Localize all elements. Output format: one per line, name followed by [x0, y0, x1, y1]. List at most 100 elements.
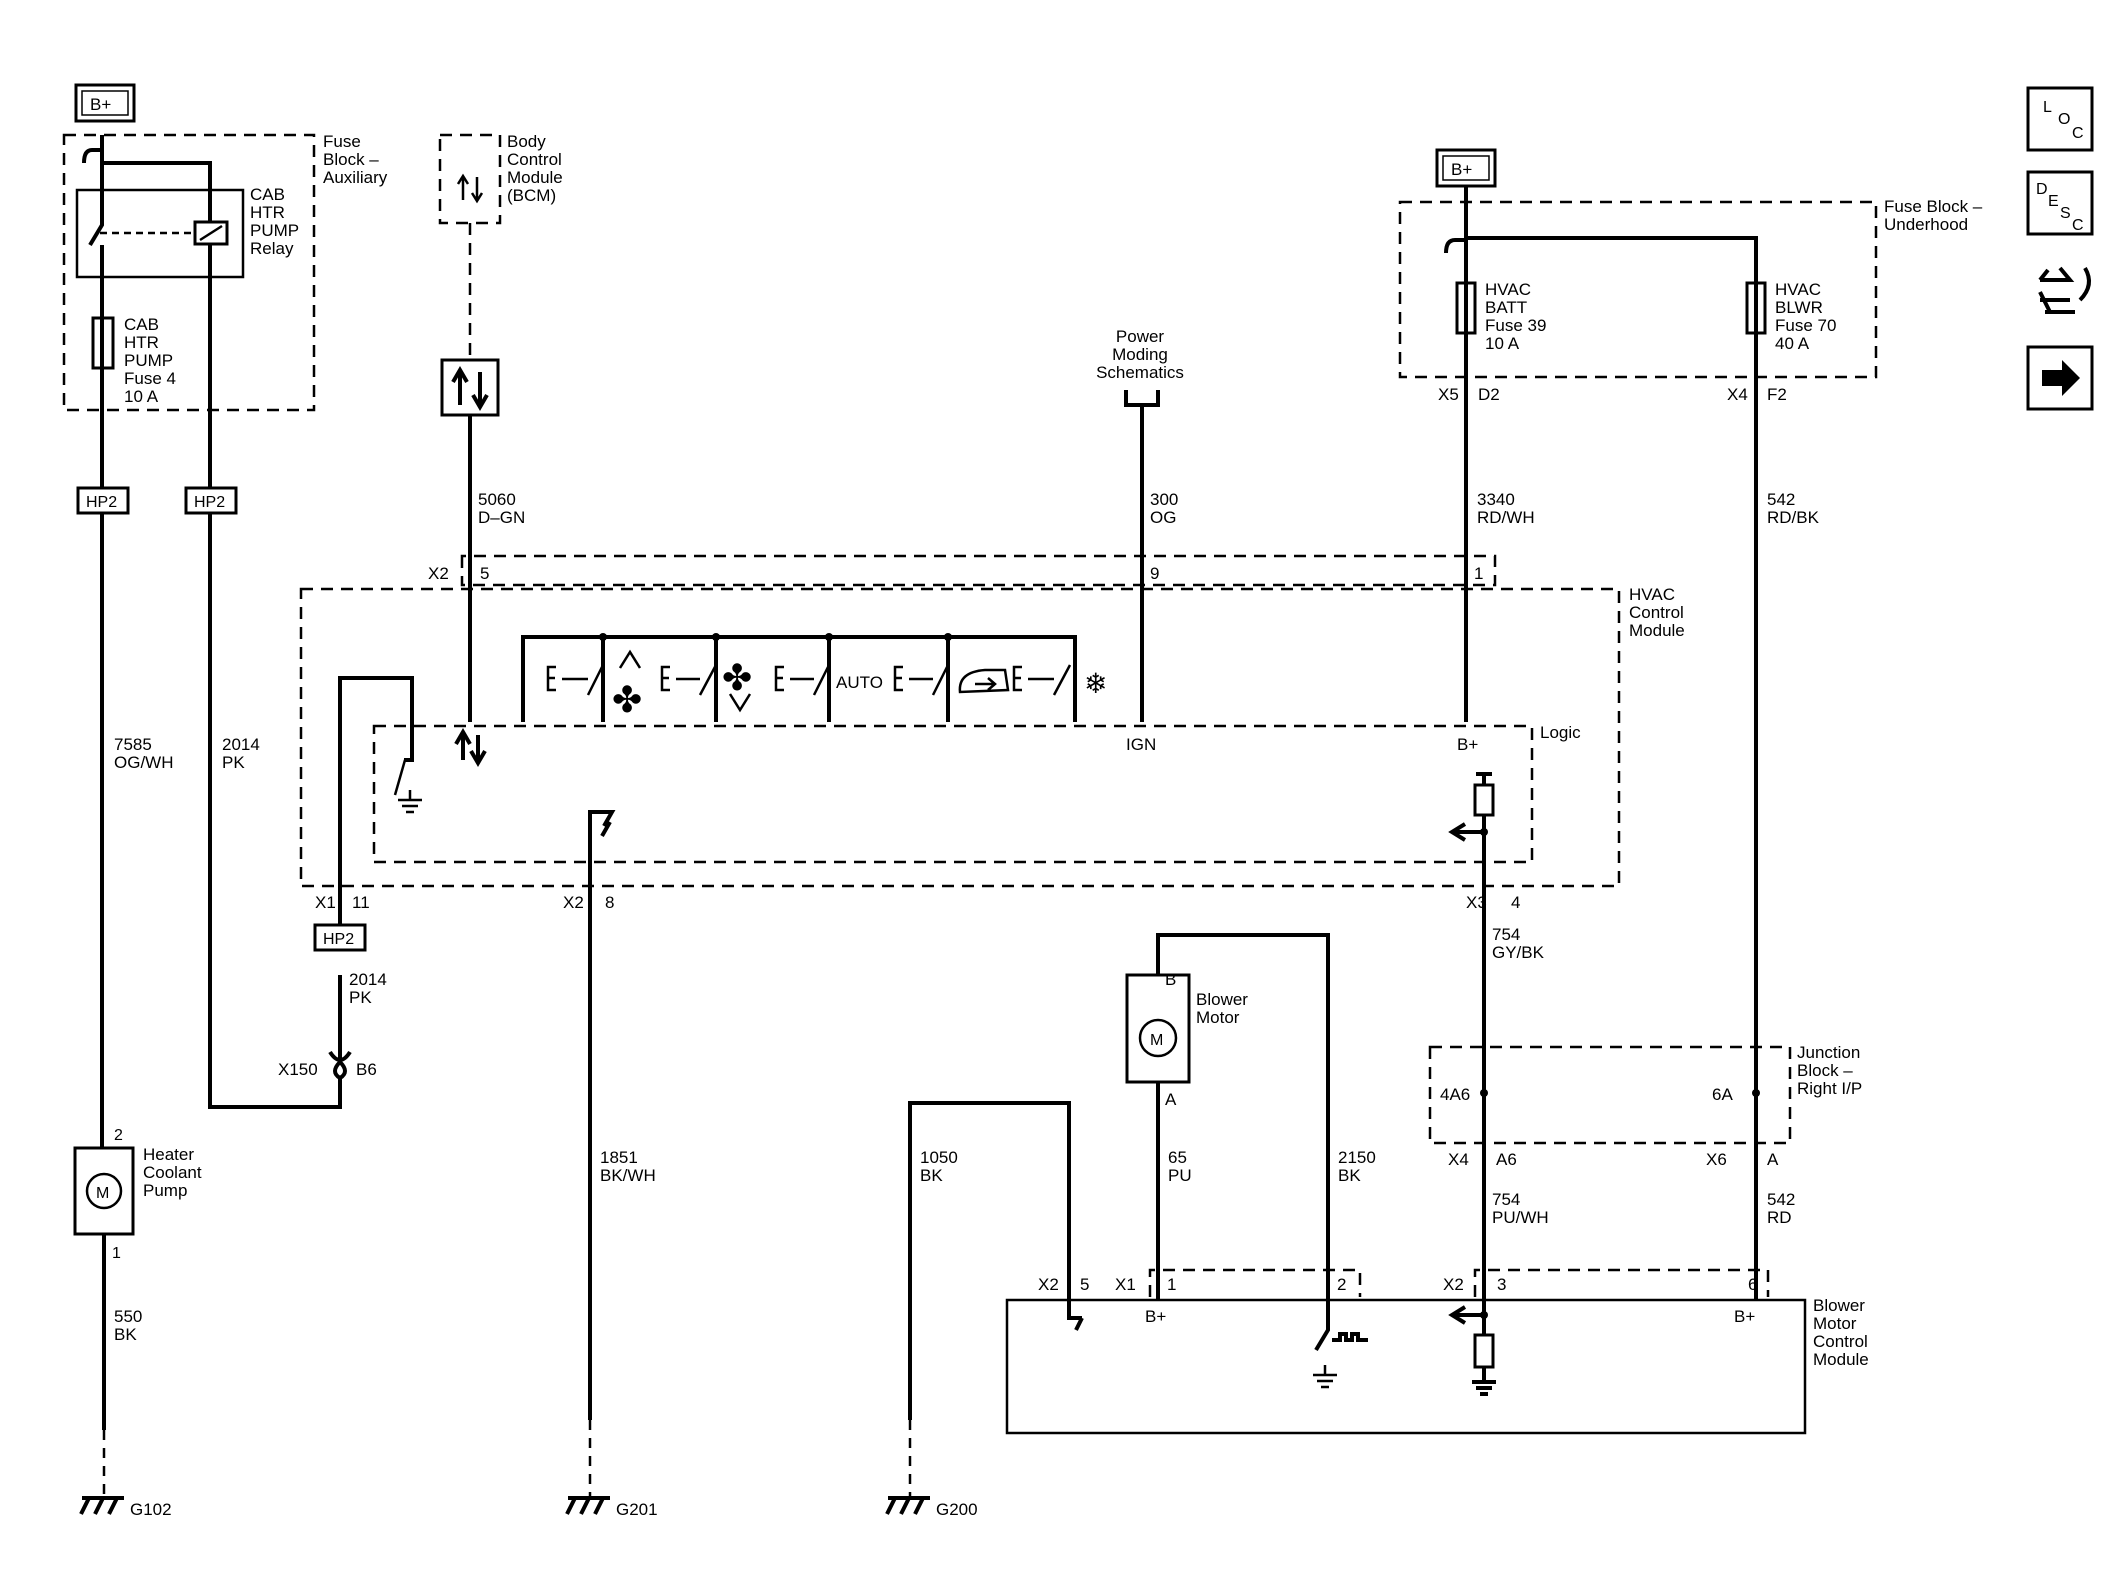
svg-text:L: L [2043, 99, 2052, 116]
svg-text:A: A [1767, 1150, 1779, 1169]
svg-text:F2: F2 [1767, 385, 1787, 404]
svg-text:G200: G200 [936, 1500, 978, 1519]
connector-view-icon[interactable] [2038, 266, 2091, 314]
svg-text:A6: A6 [1496, 1150, 1517, 1169]
svg-text:C: C [2072, 217, 2084, 234]
svg-text:Logic: Logic [1540, 723, 1581, 742]
svg-text:✤: ✤ [612, 679, 642, 720]
svg-text:X2: X2 [1443, 1275, 1464, 1294]
svg-text:M: M [1150, 1032, 1163, 1049]
bplus-right: B+ [1435, 148, 1497, 188]
svg-text:D2: D2 [1478, 385, 1500, 404]
svg-text:5: 5 [480, 564, 489, 583]
svg-text:HP2: HP2 [323, 931, 354, 948]
svg-text:6: 6 [1748, 1275, 1757, 1294]
svg-text:G201: G201 [616, 1500, 658, 1519]
svg-text:B+: B+ [1734, 1307, 1755, 1326]
fuse-block-underhood-label: Fuse Block –Underhood [1884, 197, 1983, 234]
svg-text:X150: X150 [278, 1060, 318, 1079]
svg-text:4A6: 4A6 [1440, 1085, 1470, 1104]
svg-text:X1: X1 [315, 893, 336, 912]
arrow-right-icon [2042, 360, 2080, 396]
svg-text:X2: X2 [563, 893, 584, 912]
hvac-switch-bank: ✤ ✤ AUTO ❄ [521, 633, 1107, 722]
svg-text:4: 4 [1511, 893, 1520, 912]
svg-text:X2: X2 [428, 564, 449, 583]
svg-text:2: 2 [1337, 1275, 1346, 1294]
svg-text:✤: ✤ [722, 657, 752, 698]
svg-text:O: O [2058, 111, 2070, 128]
bplus-left: B+ [74, 83, 136, 123]
description-button[interactable]: D E S C [2026, 170, 2094, 236]
ground-g200: G200 [885, 1496, 978, 1519]
svg-text:B+: B+ [90, 95, 111, 114]
serial-data-connector [440, 358, 500, 417]
location-button[interactable]: L O C [2026, 86, 2094, 152]
svg-text:B+: B+ [1457, 735, 1478, 754]
hp2-connector-b: HP2 [184, 486, 238, 515]
svg-text:G102: G102 [130, 1500, 172, 1519]
svg-text:1: 1 [1474, 564, 1483, 583]
svg-text:B+: B+ [1145, 1307, 1166, 1326]
fan-up-icon: ✤ [612, 649, 642, 720]
svg-text:S: S [2060, 205, 2071, 222]
svg-text:E: E [2048, 193, 2059, 210]
ac-snowflake-icon: ❄ [1084, 668, 1107, 699]
svg-text:IGN: IGN [1126, 735, 1156, 754]
auto-button-label: AUTO [836, 673, 883, 692]
svg-text:X4: X4 [1448, 1150, 1469, 1169]
svg-text:A: A [1165, 1090, 1177, 1109]
hp2-connector-a: HP2 [76, 486, 130, 515]
ground-g102: G102 [79, 1496, 172, 1519]
svg-text:6A: 6A [1712, 1085, 1733, 1104]
svg-text:HP2: HP2 [86, 494, 117, 511]
svg-text:3: 3 [1497, 1275, 1506, 1294]
svg-text:C: C [2072, 125, 2084, 142]
svg-text:HP2: HP2 [194, 494, 225, 511]
svg-text:9: 9 [1150, 564, 1159, 583]
svg-text:8: 8 [605, 893, 614, 912]
recirculation-icon [958, 668, 1010, 694]
ground-g201: G201 [565, 1496, 658, 1519]
svg-text:X6: X6 [1706, 1150, 1727, 1169]
next-page-button[interactable] [2026, 345, 2094, 411]
svg-text:X4: X4 [1727, 385, 1748, 404]
svg-text:X3: X3 [1466, 893, 1487, 912]
svg-text:D: D [2036, 181, 2048, 198]
fan-down-icon: ✤ [722, 657, 752, 713]
svg-text:2: 2 [114, 1127, 123, 1144]
svg-text:5: 5 [1080, 1275, 1089, 1294]
svg-text:B+: B+ [1451, 160, 1472, 179]
